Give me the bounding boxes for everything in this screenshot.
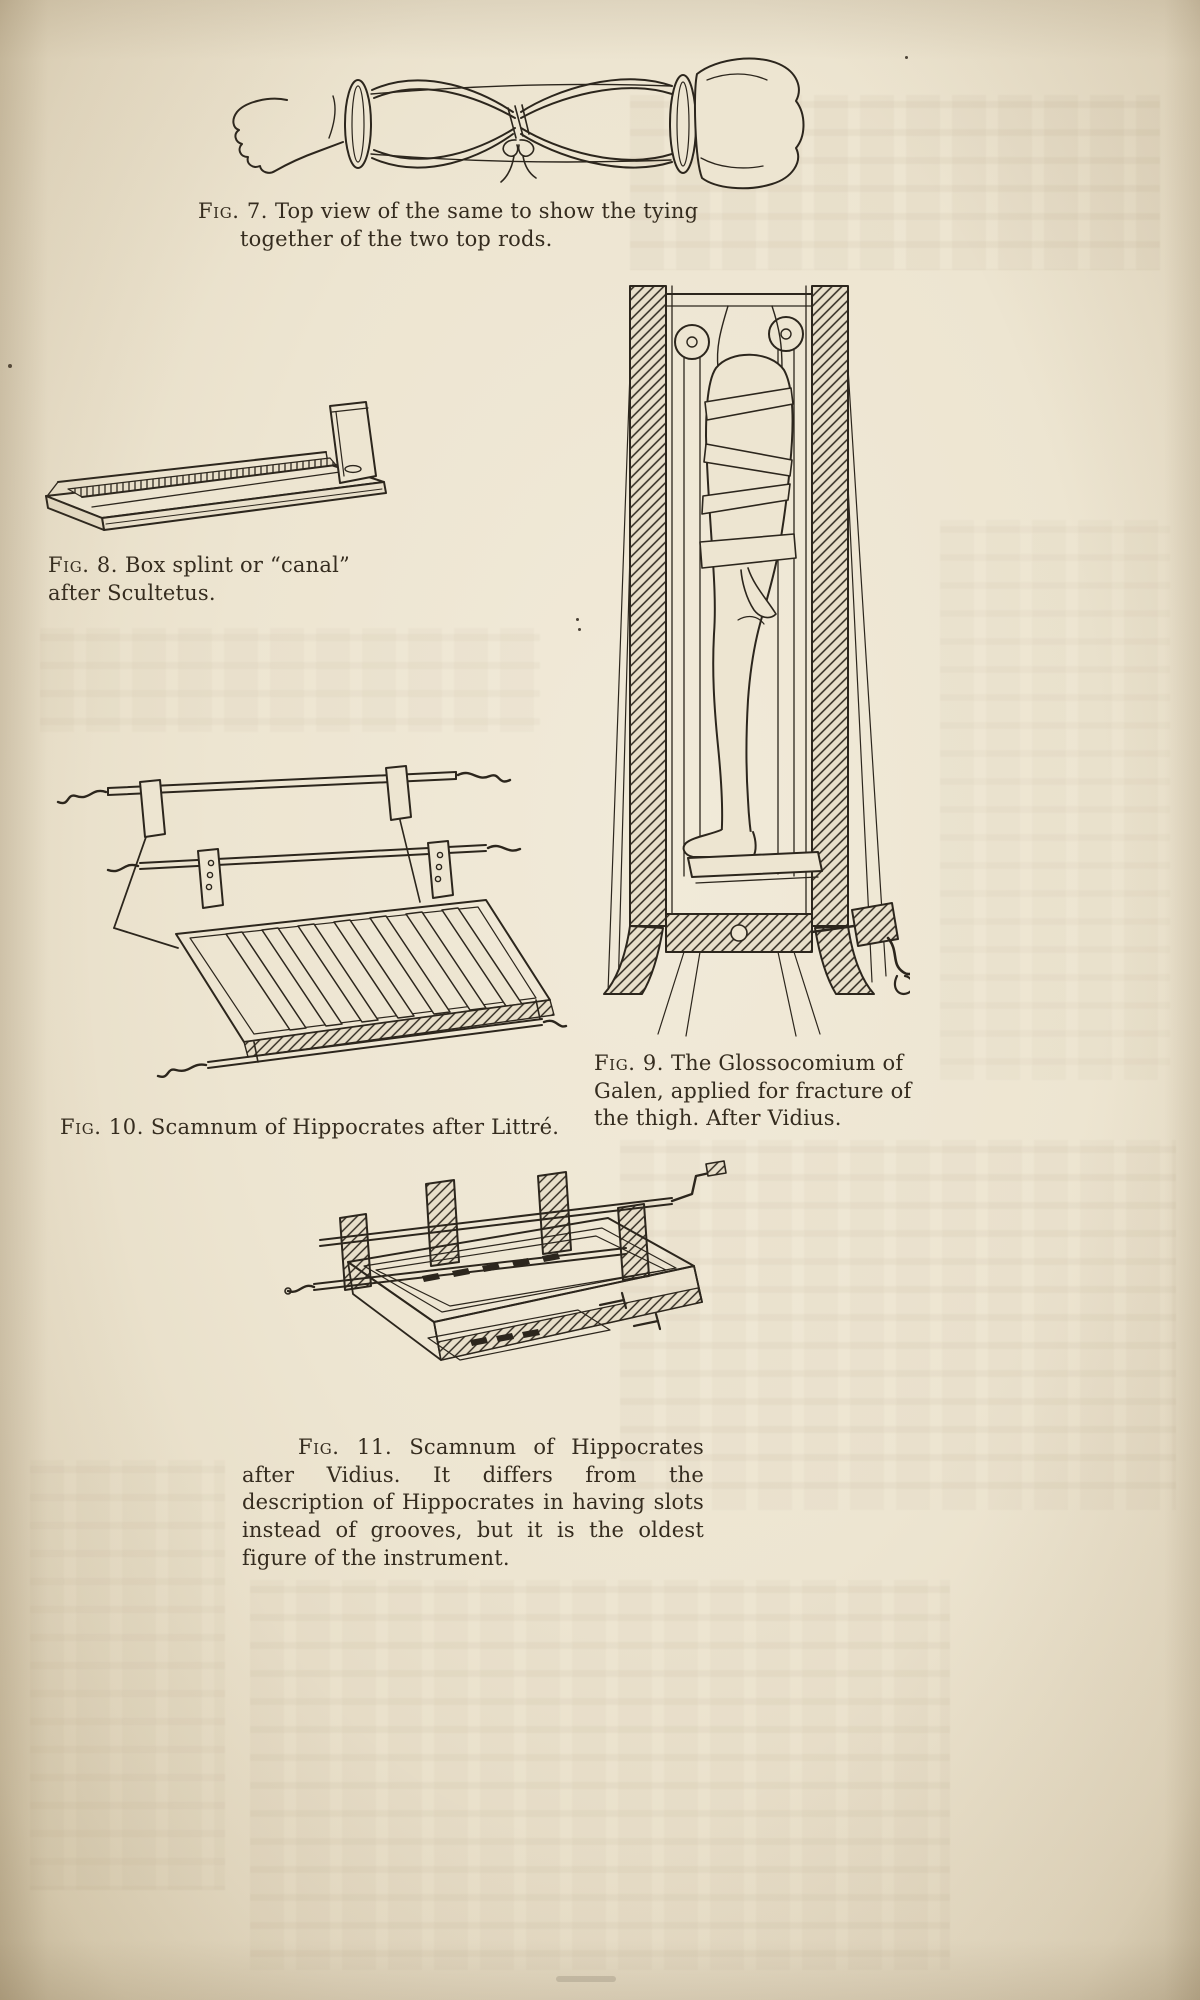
paper-speck	[905, 56, 908, 59]
figure-10-caption: Fig. 10. Scamnum of Hippocrates after Li…	[60, 1114, 640, 1142]
paper-speck	[8, 364, 12, 368]
figure-9-illustration	[600, 276, 910, 1046]
figure-9-caption: Fig. 9. The Glossocomium of Galen, appli…	[594, 1050, 914, 1133]
bleedthrough-texture	[30, 1460, 225, 1890]
glossocomium-drawing	[603, 285, 910, 1037]
paper-speck	[556, 1976, 616, 1982]
figure-7-label: Fig. 7.	[198, 199, 269, 223]
figure-10-label: Fig. 10.	[60, 1115, 145, 1139]
figure-11-illustration	[278, 1152, 728, 1432]
figure-8-illustration	[36, 390, 396, 550]
figure-7-caption-text: Top view of the same to show the tying t…	[240, 199, 699, 251]
figure-7-caption: Fig. 7. Top view of the same to show the…	[198, 198, 798, 253]
figure-11-label: Fig. 11.	[298, 1435, 393, 1459]
bleedthrough-texture	[250, 1580, 950, 1970]
foot-splint-top-view-drawing	[232, 57, 805, 190]
figure-8-caption: Fig. 8. Box splint or “canal” after Scul…	[48, 552, 388, 607]
scamnum-vidius-drawing	[284, 1160, 727, 1361]
bleedthrough-texture	[40, 628, 540, 732]
figure-10-illustration	[48, 742, 568, 1102]
box-splint-drawing	[45, 401, 387, 531]
paper-speck	[578, 628, 581, 631]
scamnum-littre-drawing	[56, 765, 568, 1078]
figure-11-caption: Fig. 11. Scamnum of Hippocrates after Vi…	[242, 1434, 704, 1573]
figure-9-caption-text: The Glossocomium of Galen, applied for f…	[594, 1051, 912, 1131]
paper-speck	[576, 618, 579, 621]
figure-10-caption-text: Scamnum of Hippocrates after Littré.	[150, 1115, 560, 1139]
bleedthrough-texture	[940, 520, 1170, 1080]
figure-8-label: Fig. 8.	[48, 553, 119, 577]
figure-9-label: Fig. 9.	[594, 1051, 665, 1075]
figure-7-illustration	[225, 40, 805, 200]
figure-11-caption-text: Scamnum of Hippocrates after Vidius. It …	[242, 1435, 704, 1570]
figure-8-caption-text: Box splint or “canal” after Scultetus.	[48, 553, 350, 605]
